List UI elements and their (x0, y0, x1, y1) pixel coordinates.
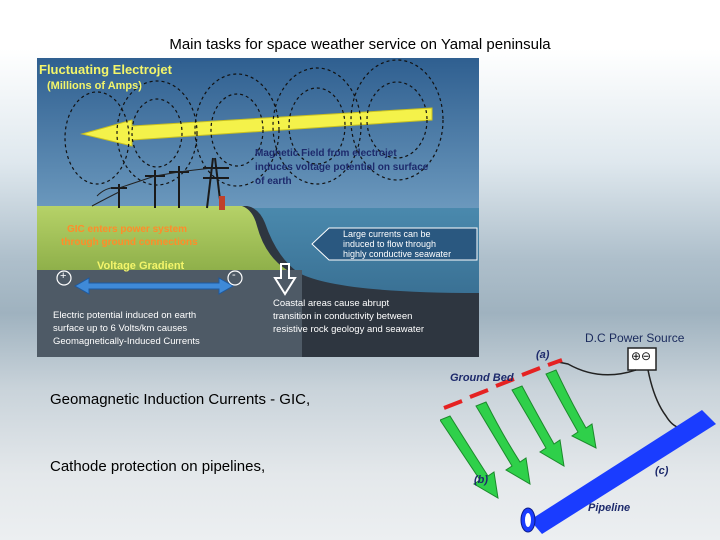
large-currents-line-3: highly conductive seawater (343, 249, 452, 259)
label-a: (a) (536, 349, 550, 361)
electrojet-title: Fluctuating Electrojet (39, 62, 172, 77)
ground-bed-anodes (443, 358, 563, 410)
up-arrow (273, 263, 297, 296)
plus-sign: + (60, 270, 67, 282)
cathode-text: Cathode protection on pipelines, (50, 458, 266, 475)
gic-enters-line-2: through ground connections (61, 237, 198, 248)
ground-bed-label: Ground Bed (450, 372, 514, 384)
plus-circle (56, 270, 72, 286)
electric-potential-line-3: Geomagnetically-Induced Currents (53, 336, 200, 347)
pipeline-label: Pipeline (588, 502, 631, 514)
label-c: (c) (655, 465, 669, 477)
pipeline-end-opening (525, 513, 531, 527)
page-title: Main tasks for space weather service on … (169, 36, 551, 53)
ground-land (37, 206, 287, 270)
power-lines (91, 167, 214, 207)
ground-connection (219, 196, 225, 210)
voltage-gradient-label: Voltage Gradient (97, 260, 185, 272)
gic-text: Geomagnetic Induction Currents - GIC, (50, 391, 311, 408)
coastal-line-1: Coastal areas cause abrupt (273, 298, 390, 309)
power-source-box (627, 347, 657, 371)
wire-cathode (647, 369, 681, 429)
magnetic-field-lines (64, 59, 444, 187)
gic-illustration-panel: Fluctuating Electrojet (Millions of Amps… (37, 58, 479, 357)
wire-anode (557, 361, 637, 376)
cathode-protection-diagram (440, 347, 716, 534)
minus-circle (227, 270, 243, 286)
coastal-line-3: resistive rock geology and seawater (273, 324, 425, 335)
electric-potential-line-1: Electric potential induced on earth (53, 310, 197, 321)
current-arrows (440, 369, 597, 499)
label-b: (b) (474, 474, 489, 486)
minus-sign: - (232, 269, 236, 281)
electric-potential-line-2: surface up to 6 Volts/km causes (53, 323, 188, 334)
terminals-symbol: ⊕⊖ (631, 349, 652, 363)
large-currents-line-1: Large currents can be (343, 229, 431, 239)
large-currents-box (311, 227, 478, 261)
dc-power-source-label: D.C Power Source (585, 331, 685, 345)
coastal-line-2: transition in conductivity between (273, 311, 413, 322)
gic-illustration (37, 58, 479, 357)
magnetic-field-line-2: induces voltage potential on surface (255, 162, 429, 173)
gic-enters-line-1: GIC enters power system (67, 224, 188, 235)
large-currents-line-2: induced to flow through (343, 239, 437, 249)
pipeline-body (530, 410, 716, 534)
voltage-gradient-arrow (73, 277, 235, 295)
electrojet-subtitle: (Millions of Amps) (47, 80, 142, 92)
magnetic-field-line-3: of earth (255, 176, 292, 187)
magnetic-field-line-1: Magnetic Field from electrojet (255, 148, 397, 159)
